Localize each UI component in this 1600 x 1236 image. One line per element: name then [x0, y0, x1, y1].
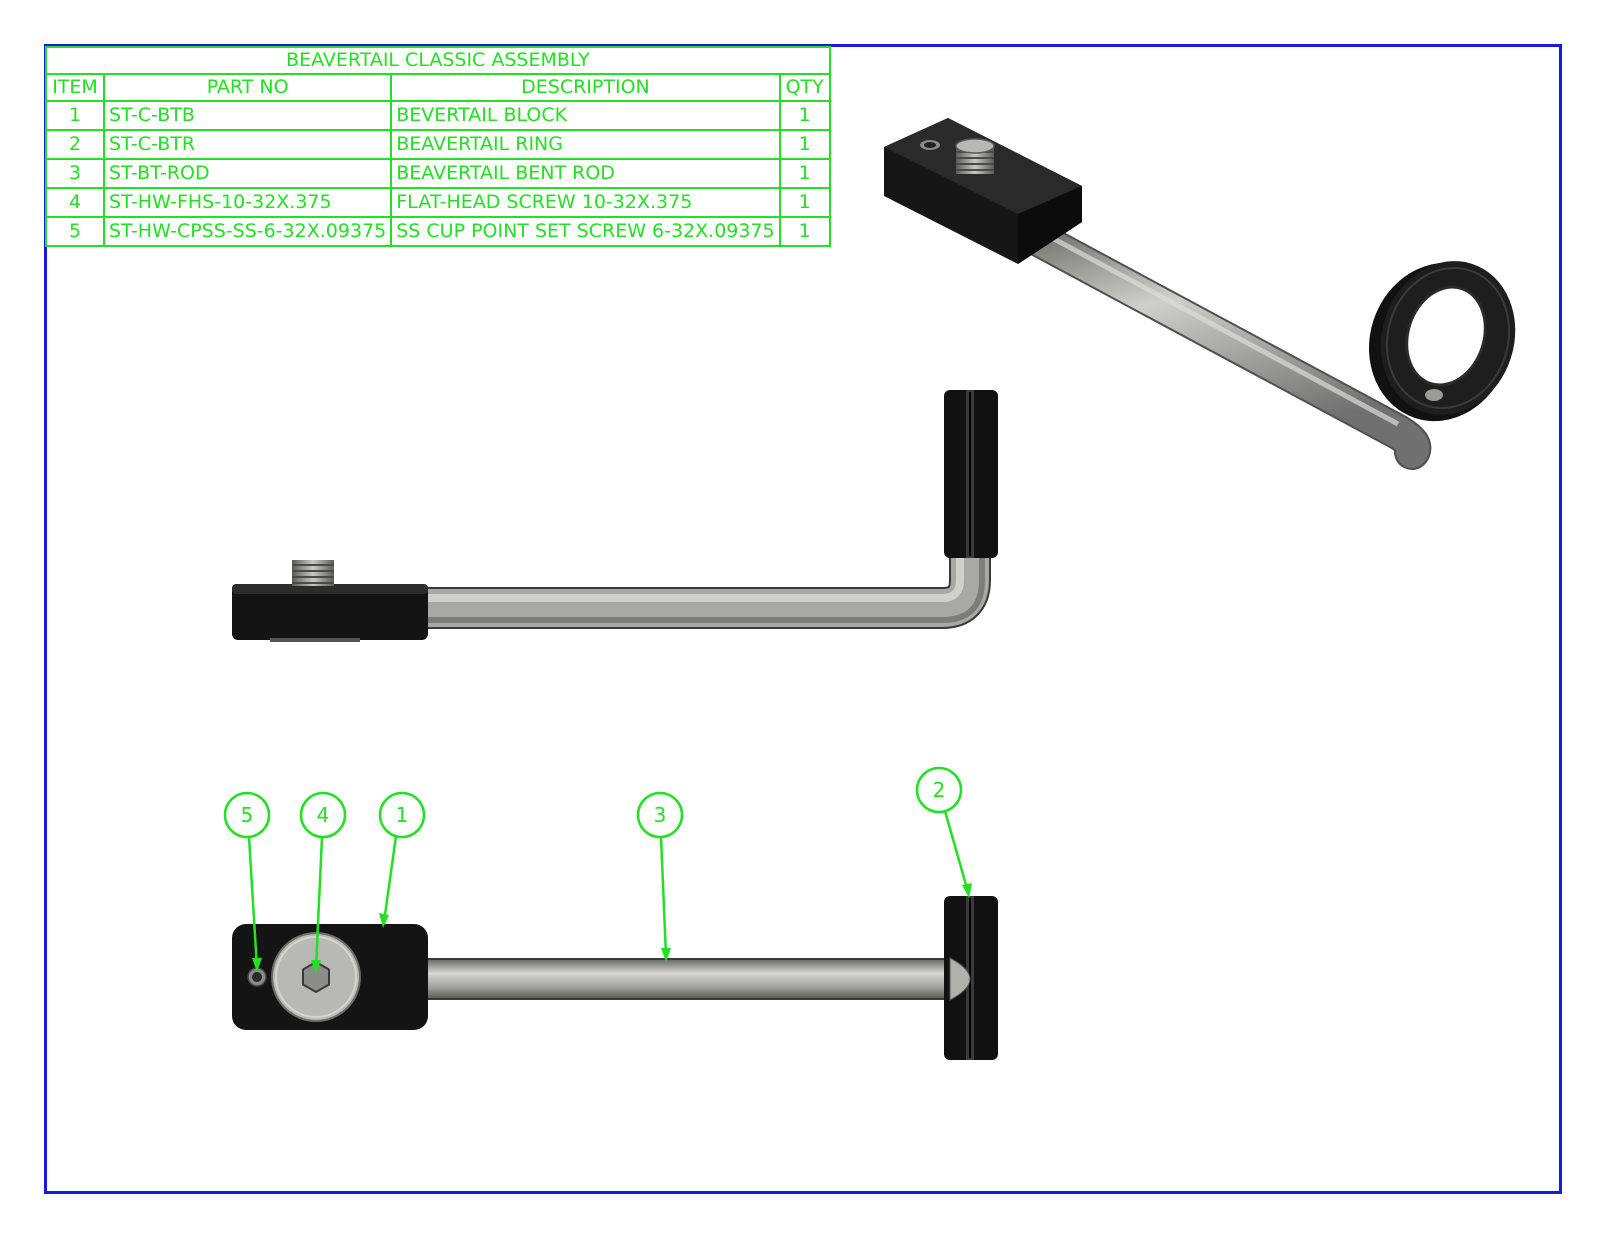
bom-qty: 1 [778, 100, 831, 131]
bom-header-row: ITEM PART NO DESCRIPTION QTY [45, 73, 831, 102]
balloon-5: 5 [223, 791, 271, 972]
table-row: 4 ST-HW-FHS-10-32X.375 FLAT-HEAD SCREW 1… [45, 187, 831, 218]
bom-part-no: ST-C-BTR [102, 129, 393, 160]
bom-description: FLAT-HEAD SCREW 10-32X.375 [390, 187, 781, 218]
bom-description: BEVERTAIL BLOCK [390, 100, 781, 131]
balloon-4-label: 4 [317, 803, 330, 827]
bom-item: 1 [45, 100, 105, 131]
bom-header-part-no: PART NO [102, 73, 393, 102]
side-view [232, 390, 998, 642]
balloon-2: 2 [915, 766, 972, 898]
bom-qty: 1 [778, 187, 831, 218]
table-row: 2 ST-C-BTR BEAVERTAIL RING 1 [45, 129, 831, 160]
iso-ring [1368, 261, 1516, 422]
isometric-view [884, 118, 1516, 470]
bom-part-no: ST-C-BTB [102, 100, 393, 131]
side-block [232, 560, 428, 642]
bom-item: 2 [45, 129, 105, 160]
bom-description: BEAVERTAIL BENT ROD [390, 158, 781, 189]
top-block [232, 924, 428, 1030]
balloon-1-label: 1 [396, 803, 409, 827]
bom-header-description: DESCRIPTION [390, 73, 781, 102]
balloon-3: 3 [636, 791, 684, 962]
bom-description: SS CUP POINT SET SCREW 6-32X.09375 [390, 216, 781, 247]
bom-item: 3 [45, 158, 105, 189]
bom-qty: 1 [778, 129, 831, 160]
balloon-5-label: 5 [241, 803, 254, 827]
bom-description: BEAVERTAIL RING [390, 129, 781, 160]
balloon-4: 4 [299, 791, 347, 974]
table-row: 5 ST-HW-CPSS-SS-6-32X.09375 SS CUP POINT… [45, 216, 831, 247]
bom-qty: 1 [778, 216, 831, 247]
bom-header-item: ITEM [45, 73, 105, 102]
bom-part-no: ST-HW-FHS-10-32X.375 [102, 187, 393, 218]
bom-title-row: BEAVERTAIL CLASSIC ASSEMBLY [45, 46, 831, 75]
bom-table: BEAVERTAIL CLASSIC ASSEMBLY ITEM PART NO… [45, 46, 831, 247]
top-view [232, 896, 998, 1060]
bom-part-no: ST-BT-ROD [102, 158, 393, 189]
table-row: 3 ST-BT-ROD BEAVERTAIL BENT ROD 1 [45, 158, 831, 189]
balloon-3-label: 3 [654, 803, 667, 827]
balloon-2-label: 2 [933, 778, 946, 802]
bom-item: 5 [45, 216, 105, 247]
balloons: 5 4 1 3 2 [223, 766, 972, 974]
side-ring [944, 390, 998, 558]
bom-item: 4 [45, 187, 105, 218]
table-row: 1 ST-C-BTB BEVERTAIL BLOCK 1 [45, 100, 831, 131]
drawing-border [44, 44, 1562, 1194]
iso-block [884, 118, 1082, 264]
balloon-1: 1 [378, 791, 426, 928]
bom-header-qty: QTY [778, 73, 831, 102]
bom-qty: 1 [778, 158, 831, 189]
bom-title: BEAVERTAIL CLASSIC ASSEMBLY [45, 46, 831, 75]
bom-part-no: ST-HW-CPSS-SS-6-32X.09375 [102, 216, 393, 247]
